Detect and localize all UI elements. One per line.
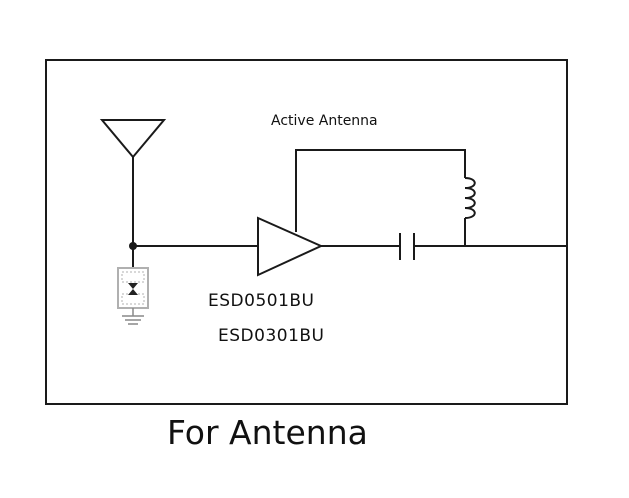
supply-wire <box>295 149 466 232</box>
esd-device-icon <box>117 267 149 309</box>
frame-border <box>45 59 568 405</box>
capacitor-symbol <box>399 233 415 260</box>
part-number-primary: ESD0501BU <box>208 291 315 311</box>
antenna-symbol <box>99 119 167 246</box>
inductor-symbol <box>464 177 476 219</box>
diagram-caption: For Antenna <box>167 413 368 452</box>
active-antenna-label: Active Antenna <box>271 113 378 129</box>
ground-icon <box>122 308 144 325</box>
part-number-secondary: ESD0301BU <box>218 326 325 346</box>
amplifier-symbol <box>257 216 324 277</box>
